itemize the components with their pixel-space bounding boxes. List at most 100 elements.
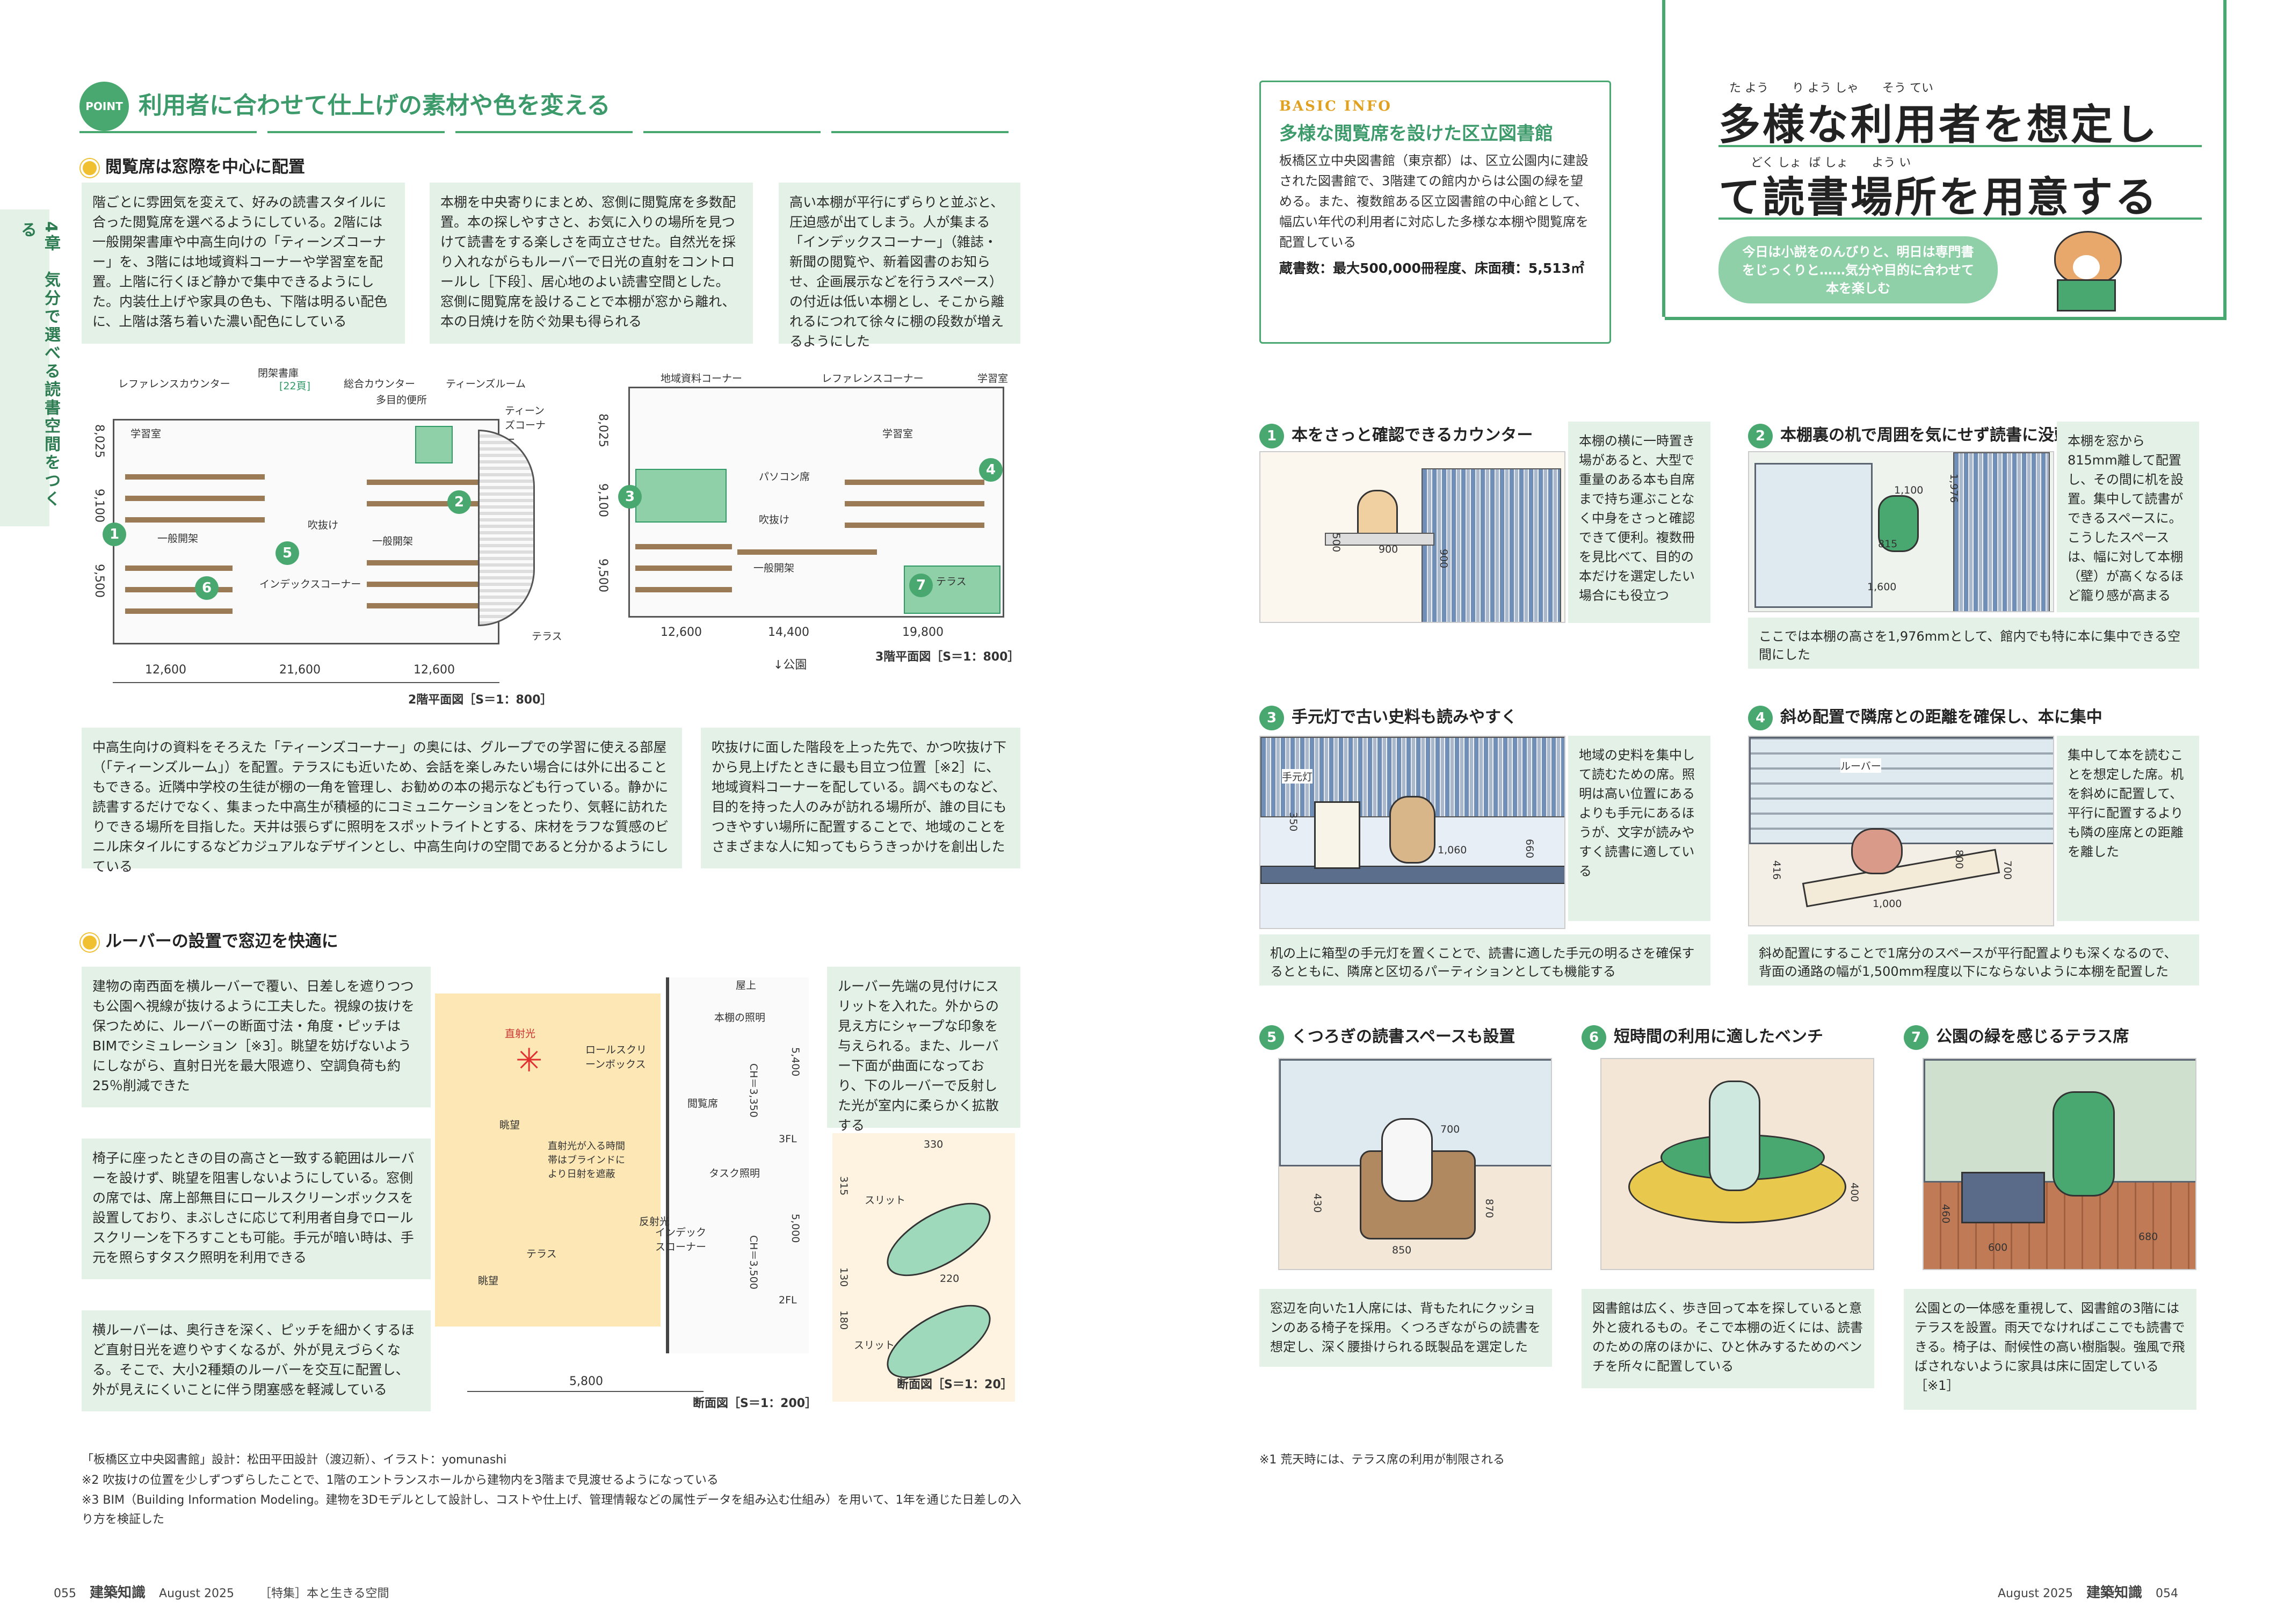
dim-815: 815 xyxy=(1878,538,1898,550)
shelf-row xyxy=(845,501,984,506)
local-corner-zone xyxy=(635,469,727,523)
sunlight-zone xyxy=(435,994,661,1326)
item-number: 5 xyxy=(1259,1025,1284,1050)
dim-y2: 9,100 xyxy=(92,489,106,523)
item-number: 4 xyxy=(1748,705,1773,730)
label-open-stack-1: 一般開架 xyxy=(157,533,199,545)
marker-6: 6 xyxy=(195,576,219,600)
footer-date-left: August 2025 xyxy=(159,1587,234,1600)
title-rule xyxy=(1718,218,2202,220)
label-width: 5,800 xyxy=(569,1375,603,1388)
dim-x2: 21,600 xyxy=(279,663,321,677)
credits: 「板橋区立中央図書館」設計：松田平田設計（渡辺新）、イラスト：yomunashi xyxy=(82,1453,507,1467)
title-rule xyxy=(1718,145,2202,147)
item-1-body: 本棚の横に一時置き場があると、大型で重量のある本も自席まで持ち運ぶことなく中身を… xyxy=(1568,422,1710,623)
shelf-row xyxy=(635,544,732,549)
marker-2: 2 xyxy=(447,490,471,514)
label-reference-counter: レファレンスカウンター xyxy=(118,378,230,390)
dim-850: 850 xyxy=(1392,1244,1412,1256)
shelf-row xyxy=(367,560,490,566)
reader-figure xyxy=(1381,1118,1433,1202)
dim-416: 416 xyxy=(1771,860,1782,880)
item-6-illustration: 400 xyxy=(1600,1058,1874,1270)
label-reading-seat: 閲覧席 xyxy=(687,1098,719,1110)
louver-detail: 330 315 スリット 130 220 180 スリット 断面図［S＝1：20… xyxy=(832,1133,1015,1402)
item-5-body: 窓辺を向いた1人席には、背もたれにクッションのある椅子を採用。くつろぎながらの読… xyxy=(1259,1289,1552,1367)
section-dim-line xyxy=(467,1391,704,1392)
marker-5: 5 xyxy=(275,541,299,565)
reader-figure xyxy=(1878,495,1919,552)
resin-table xyxy=(1961,1172,2045,1223)
label-reference-corner: レファレンスコーナー xyxy=(822,373,924,385)
label-index-section: インデックスコーナー xyxy=(655,1227,707,1253)
bookshelf xyxy=(1953,452,2050,611)
shelf-row xyxy=(737,549,877,555)
dim-y1: 8,025 xyxy=(92,424,106,458)
dim-line xyxy=(113,682,499,683)
dim-180: 180 xyxy=(838,1310,850,1330)
label-park: ↓公園 xyxy=(773,658,807,672)
item-number: 2 xyxy=(1748,423,1773,448)
dim-1100: 1,100 xyxy=(1894,484,1924,496)
note-louver-slit: ルーバー先端の見付けにスリットを入れた。外からの見え方にシャープな印象を与えられ… xyxy=(827,967,1020,1133)
dim-130: 130 xyxy=(838,1267,850,1287)
item-4-illustration: ルーバー 416 1,000 800 700 xyxy=(1748,736,2054,926)
teens-room-zone xyxy=(415,426,453,463)
label-lamp: 手元灯 xyxy=(1282,769,1313,784)
plan-3f-outline: パソコン席 吹抜け 学習室 一般開架 テラス 3 4 7 xyxy=(618,387,1004,618)
dim-500: 500 xyxy=(1330,533,1342,553)
note-floor-atmosphere: 階ごとに雰囲気を変えて、好みの読書スタイルに合った閲覧席を選べるようにしている。… xyxy=(82,183,405,344)
subheading-louver: ルーバーの設置で窓辺を快適に xyxy=(81,927,338,952)
item-7-illustration: 460 600 680 xyxy=(1923,1058,2196,1270)
footer-left: 055 建築知識 August 2025 ［特集］本と生きる空間 xyxy=(54,1582,389,1601)
dim-315: 315 xyxy=(838,1176,850,1196)
reader-figure xyxy=(1389,796,1435,864)
main-title-line-2: て読書場所を用意する xyxy=(1718,173,2159,222)
shelf-row xyxy=(125,496,265,501)
section-drawing: 屋上 本棚の照明 直射光 ✳ ロールスクリーンボックス 眺望 閲覧席 直射光が入… xyxy=(435,967,817,1412)
item-number: 1 xyxy=(1259,423,1284,448)
label-ch2: CH＝3,500 xyxy=(748,1235,759,1289)
item-number: 6 xyxy=(1582,1025,1606,1050)
bookshelf xyxy=(1422,468,1561,622)
label-closed-stack: 閉架書庫 xyxy=(258,367,299,379)
dim-600: 600 xyxy=(1988,1242,2008,1253)
shelf-row xyxy=(125,566,233,571)
label-stack-3f: 学習室 xyxy=(882,428,913,440)
book-icon xyxy=(2057,279,2116,311)
magazine-logo-left: 建築知識 xyxy=(90,1585,146,1601)
footer-special: ［特集］本と生きる空間 xyxy=(259,1587,389,1600)
dim-1976: 1,976 xyxy=(1948,474,1960,503)
shelf-row xyxy=(635,566,732,571)
shelf-row xyxy=(125,517,265,523)
window xyxy=(1754,463,1873,608)
label-study-3f: 学習室 xyxy=(977,373,1009,385)
dim-400: 400 xyxy=(1848,1183,1860,1202)
label-roof: 屋上 xyxy=(736,980,757,991)
dim-y3-3f: 9,500 xyxy=(596,559,610,592)
marker-4: 4 xyxy=(979,458,1003,482)
item-3-caption: 机の上に箱型の手元灯を置くことで、読書に適した手元の明るさを確保するとともに、隣… xyxy=(1259,934,1710,985)
item-2-caption: ここでは本棚の高さを1,976mmとして、館内でも特に本に集中できる空間にした xyxy=(1748,618,2199,669)
note-eye-level: 椅子に座ったときの目の高さと一致する範囲はルーバーを設けず、眺望を阻害しないよう… xyxy=(82,1139,431,1279)
building-wall xyxy=(666,977,809,1353)
dim-330: 330 xyxy=(924,1139,944,1150)
reader-figure xyxy=(2053,1091,2115,1197)
label-view-2: 眺望 xyxy=(478,1275,499,1287)
basic-info-title: 多様な閲覧席を設けた区立図書館 xyxy=(1279,123,1553,144)
lamp-box xyxy=(1314,801,1360,869)
speech-bubble: 今日は小説をのんびりと、明日は専門書をじっくりと……気分や目的に合わせて本を楽し… xyxy=(1718,236,1998,303)
note-shelf-layout: 本棚を中央寄りにまとめ、窓側に閲覧席を多数配置。本の探しやすさと、お気に入りの場… xyxy=(430,183,753,344)
note-teens: 中高生向けの資料をそろえた「ティーンズコーナー」の奥には、グループでの学習に使え… xyxy=(82,728,682,874)
louver-caption: 断面図［S＝1：20］ xyxy=(897,1378,1013,1391)
page-number-right: 054 xyxy=(2156,1587,2178,1600)
plan-3f-caption: 3階平面図［S＝1：800］ xyxy=(875,650,1020,664)
label-h1: 5,400 xyxy=(789,1047,801,1077)
label-direct-sun: 直射光 xyxy=(505,1028,536,1040)
basic-info-label: BASIC INFO xyxy=(1279,98,1392,114)
shelf-row xyxy=(845,523,984,528)
label-blind-note: 直射光が入る時間帯はブラインドにより日射を遮蔽 xyxy=(548,1141,625,1180)
